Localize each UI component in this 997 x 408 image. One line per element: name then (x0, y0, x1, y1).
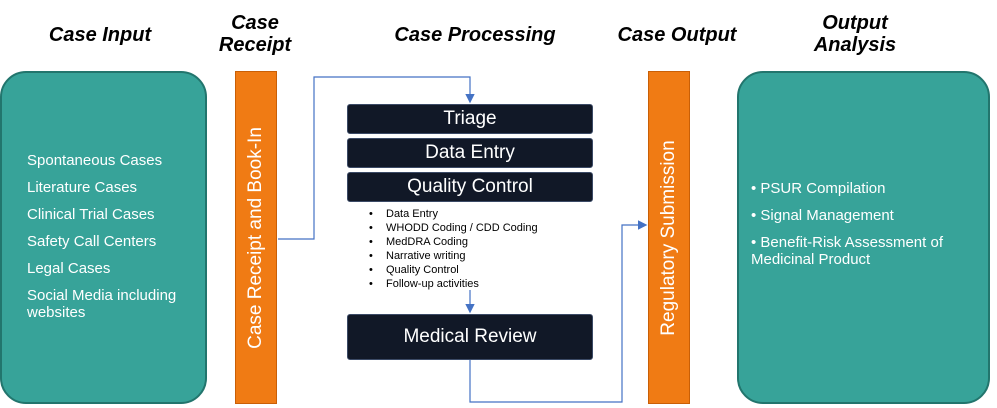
case-output-bar-label: Regulatory Submission (658, 139, 679, 336)
input-source-item: Spontaneous Cases (27, 152, 163, 169)
heading-output-analysis-line2: Analysis (813, 34, 897, 56)
analysis-item: • PSUR Compilation (751, 180, 886, 197)
activity-item: MedDRA Coding (369, 235, 538, 249)
analysis-items-list: • PSUR Compilation • Signal Management •… (751, 180, 976, 268)
case-output-bar: Regulatory Submission (648, 71, 690, 404)
step-triage: Triage (347, 104, 593, 134)
connector-receipt-to-triage (278, 76, 475, 240)
processing-activities-list: Data Entry WHODD Coding / CDD Coding Med… (369, 207, 538, 291)
heading-case-receipt-line1: Case (231, 12, 279, 34)
output-analysis-box: • PSUR Compilation • Signal Management •… (737, 71, 990, 404)
analysis-item: • Signal Management (751, 207, 894, 224)
input-source-item: Legal Cases (27, 260, 111, 277)
heading-output-analysis: Output Analysis (780, 12, 930, 56)
input-source-item: Social Media including websites (27, 287, 177, 321)
step-medical-review: Medical Review (347, 314, 593, 360)
input-source-item: Safety Call Centers (27, 233, 157, 250)
heading-case-output: Case Output (617, 24, 737, 46)
heading-case-input: Case Input (48, 24, 152, 46)
activity-item: Follow-up activities (369, 277, 538, 291)
activity-item: Data Entry (369, 207, 538, 221)
case-receipt-bar: Case Receipt and Book-In (235, 71, 277, 404)
input-sources-list: Spontaneous Cases Literature Cases Clini… (27, 152, 195, 321)
heading-case-processing: Case Processing (394, 24, 556, 46)
input-source-item: Literature Cases (27, 179, 138, 196)
case-receipt-bar-label: Case Receipt and Book-In (245, 126, 266, 349)
step-quality-control: Quality Control (347, 172, 593, 202)
heading-output-analysis-line1: Output (822, 12, 888, 34)
heading-case-receipt: Case Receipt (200, 12, 310, 56)
heading-case-receipt-line2: Receipt (218, 34, 292, 56)
activity-item: WHODD Coding / CDD Coding (369, 221, 538, 235)
connector-review-to-submission (469, 220, 648, 403)
input-source-item: Clinical Trial Cases (27, 206, 155, 223)
activity-item: Quality Control (369, 263, 538, 277)
activity-item: Narrative writing (369, 249, 538, 263)
step-data-entry: Data Entry (347, 138, 593, 168)
analysis-item: • Benefit-Risk Assessment of Medicinal P… (751, 234, 943, 268)
case-input-box: Spontaneous Cases Literature Cases Clini… (0, 71, 207, 404)
